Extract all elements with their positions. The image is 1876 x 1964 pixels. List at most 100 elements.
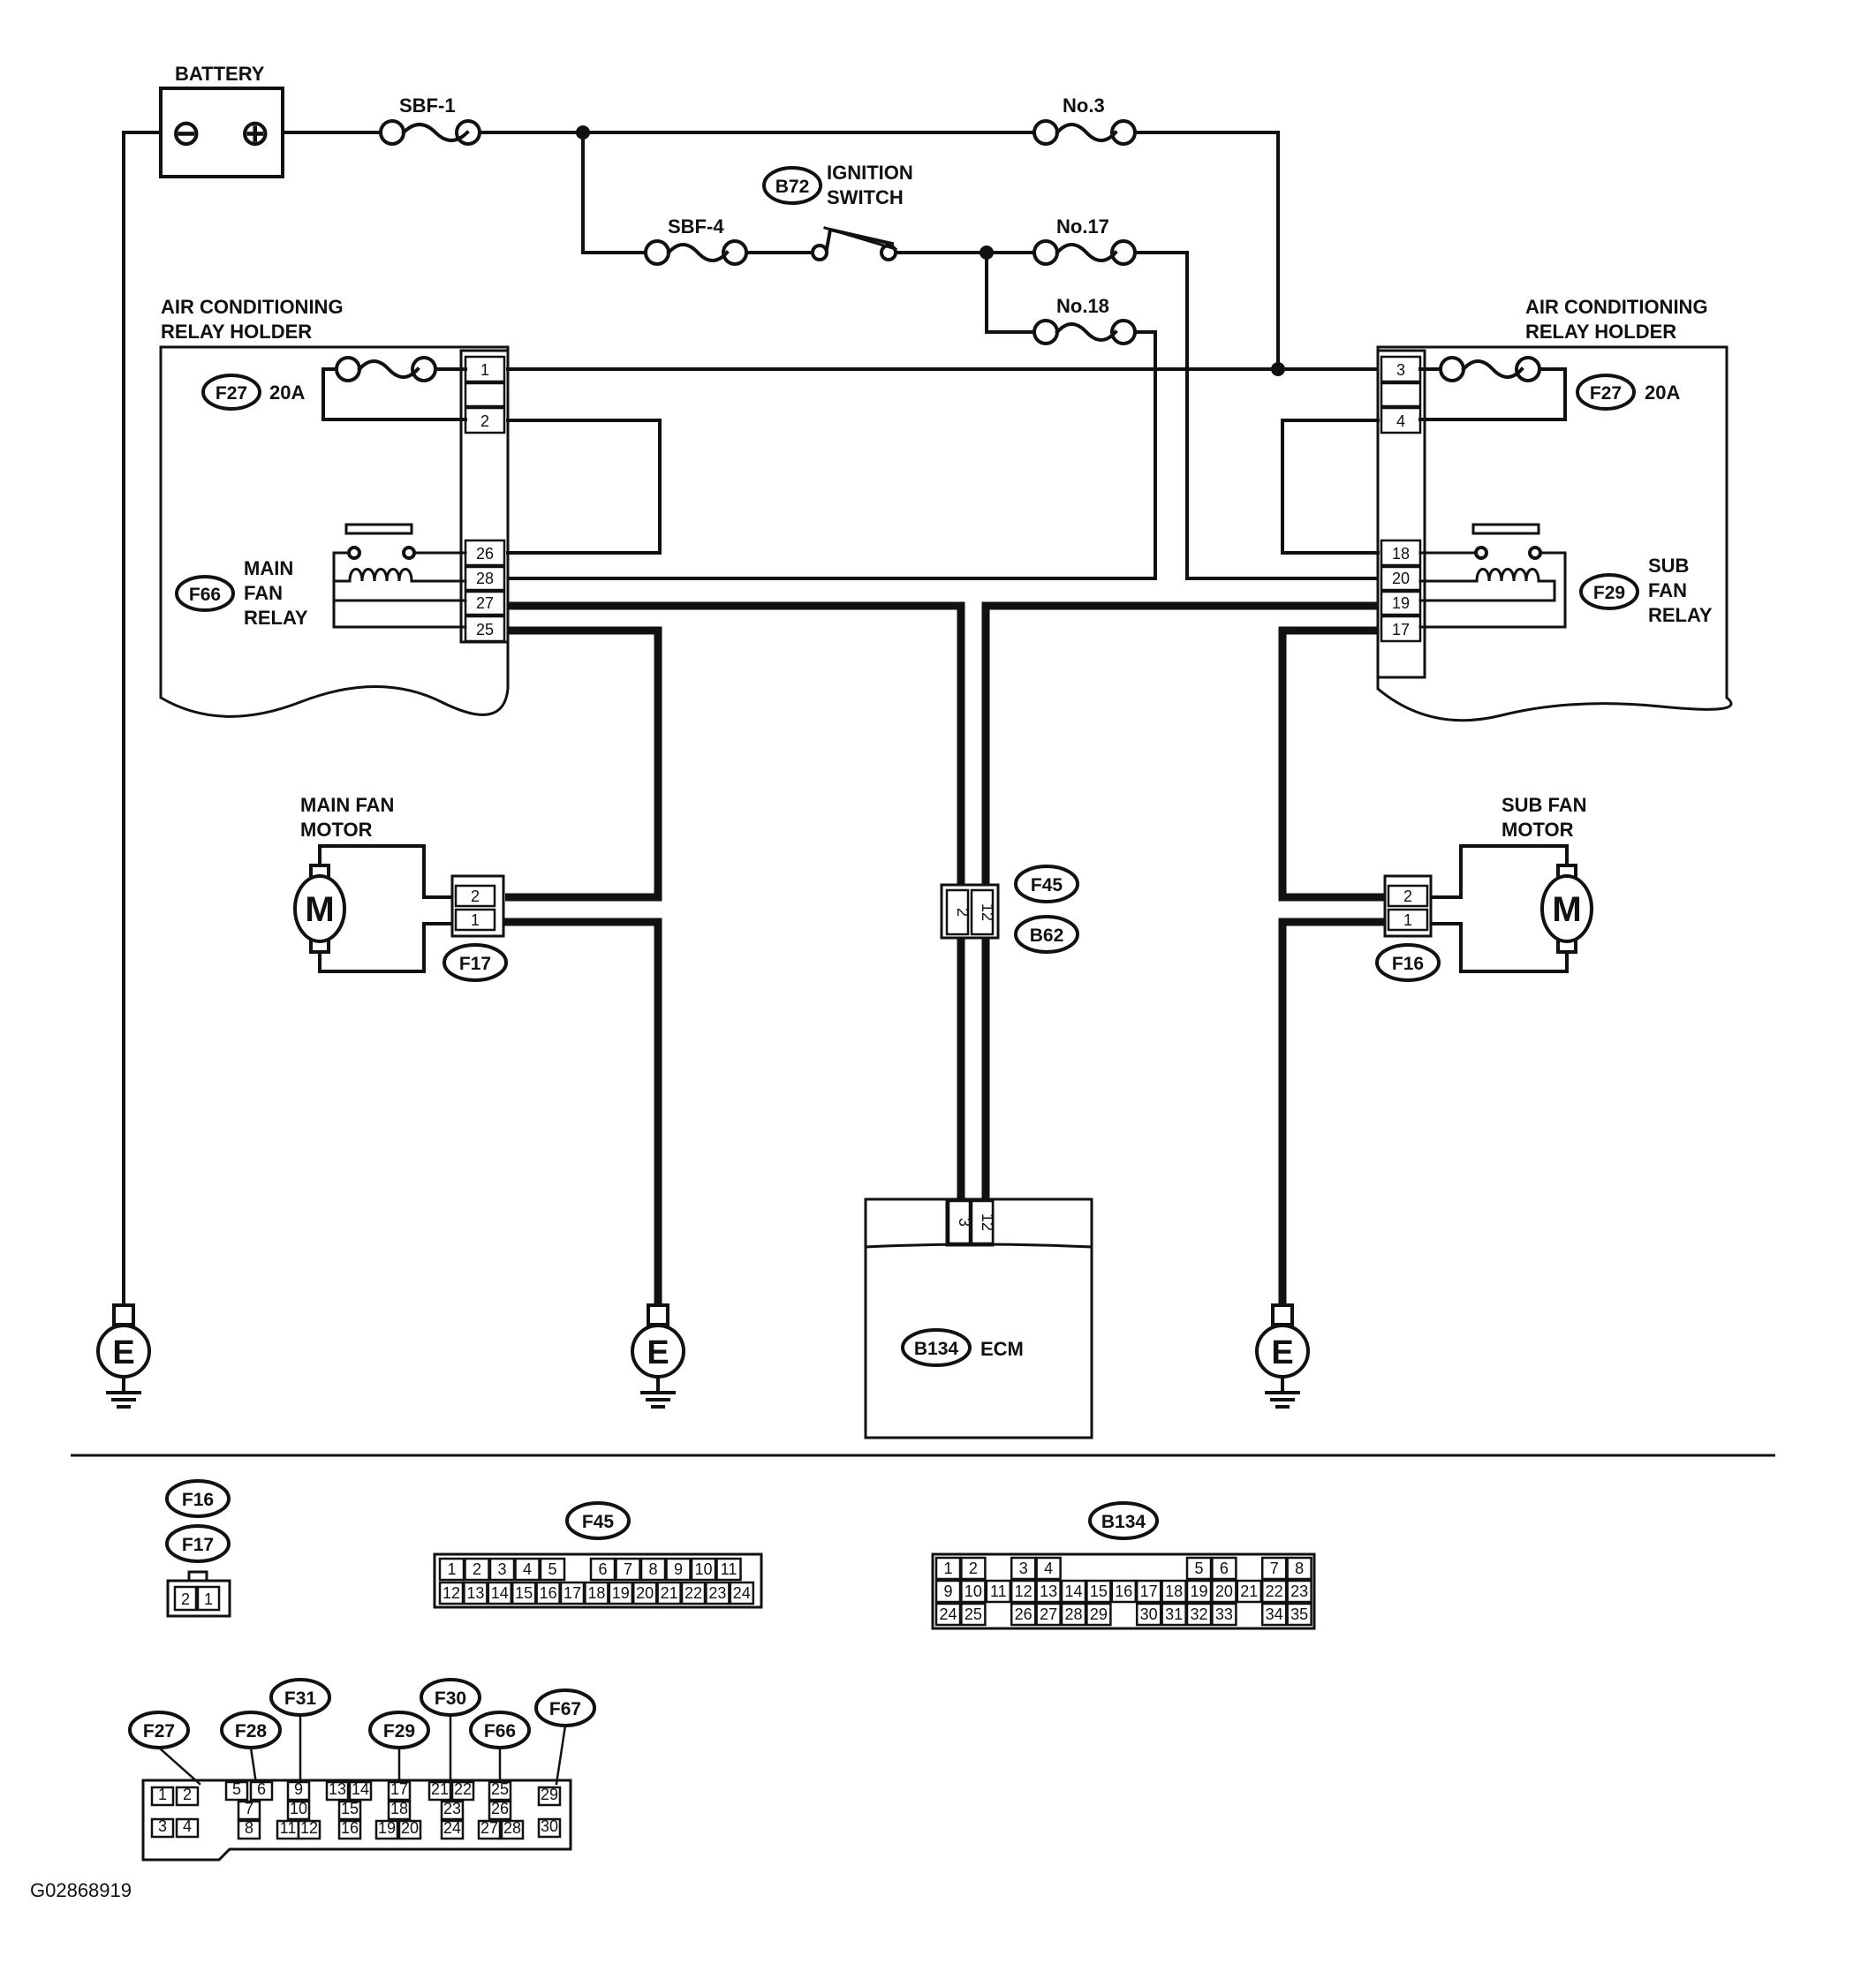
f45-pin-box	[464, 1557, 490, 1582]
holder-pin: 25	[491, 1780, 509, 1798]
svg-text:F27: F27	[1590, 383, 1622, 404]
holder-pin-box	[224, 1780, 249, 1802]
holder-pin-box	[337, 1800, 362, 1821]
f45-pin: 23	[708, 1584, 726, 1602]
holder-pin-box	[500, 1819, 525, 1840]
b134-pin: 10	[964, 1583, 982, 1600]
fuse-no3: No.3	[1033, 94, 1137, 146]
b134-pin-box	[1035, 1579, 1062, 1604]
figure-id: G02868919	[30, 1879, 132, 1901]
f45-pin: 13	[466, 1584, 484, 1602]
f45-pin-box	[589, 1557, 617, 1582]
holder-pin-box	[427, 1780, 452, 1802]
b134-pin-box	[1060, 1579, 1087, 1604]
f45-pin-box	[615, 1557, 641, 1582]
fuse-20a-left-label: 20A	[269, 381, 305, 404]
ecm-pin: 12	[979, 1213, 996, 1231]
left-pin: 28	[476, 570, 494, 587]
b134-pin-box	[1260, 1602, 1288, 1627]
battery-minus-icon: ⊖	[171, 114, 201, 153]
sbf1-label: SBF-1	[399, 94, 456, 117]
holder-pin: 19	[378, 1819, 396, 1837]
sub-fan-motor-label-1: SUB FAN	[1502, 794, 1587, 816]
holder-pin: 17	[390, 1780, 408, 1798]
b134-pin: 8	[1295, 1560, 1304, 1577]
holder-pin: 24	[443, 1819, 461, 1837]
b134-pin-box	[1286, 1602, 1312, 1627]
fuse-sbf4: SBF-4	[644, 215, 748, 266]
ecm: 3 12 B134 ECM	[864, 1197, 1093, 1439]
holder-pin-box	[440, 1819, 465, 1840]
legend-tag-f17	[165, 1524, 231, 1563]
wire-to-sbf4	[581, 131, 647, 254]
b134-pin: 3	[1019, 1560, 1028, 1577]
b134-pin-box	[1135, 1579, 1162, 1604]
f45-pin: 1	[447, 1560, 456, 1578]
holder-pin: 14	[352, 1780, 369, 1798]
holder-pin: 28	[503, 1819, 521, 1837]
left-pin: 26	[476, 545, 494, 563]
holder-pin: 6	[257, 1780, 266, 1798]
right-pin: 17	[1392, 621, 1410, 638]
b134-pin: 30	[1140, 1605, 1158, 1623]
f45-pin-box	[608, 1581, 634, 1605]
f45-pin: 12	[443, 1584, 460, 1602]
joint-pin: 12	[979, 903, 996, 921]
holder-pin-box	[450, 1780, 475, 1802]
b134-pin: 12	[1015, 1583, 1033, 1600]
connector-f45	[1014, 865, 1079, 903]
b134-pin-box	[934, 1556, 962, 1581]
f45-pin: 3	[497, 1560, 506, 1578]
b134-pin: 26	[1015, 1605, 1033, 1623]
holder-pin: 21	[431, 1780, 449, 1798]
wire-main-motor-ground	[503, 918, 662, 1305]
b134-pin: 18	[1165, 1583, 1183, 1600]
b134-pin: 9	[943, 1583, 952, 1600]
legend-pin: 2	[181, 1590, 190, 1608]
legend-tag-f16	[165, 1479, 231, 1518]
holder-pin-box	[237, 1819, 261, 1840]
svg-text:F45: F45	[582, 1512, 615, 1532]
f45-pin-box	[514, 1557, 541, 1582]
sub-fan-relay-label-2: FAN	[1648, 579, 1687, 601]
b134-pin: 33	[1215, 1605, 1233, 1623]
holder-pin-box	[325, 1780, 350, 1802]
holder-pin: 30	[541, 1817, 558, 1835]
ground-icon: E	[1271, 1334, 1293, 1371]
motor-icon: M	[305, 890, 334, 929]
b134-pin: 24	[939, 1605, 957, 1623]
fuse-no17: No.17	[1033, 215, 1137, 266]
holder-pin-box	[249, 1780, 274, 1802]
holder-pin: 8	[245, 1819, 253, 1837]
f45-pin-box	[487, 1581, 513, 1605]
connector-f66	[175, 575, 235, 612]
f45-pin-box	[438, 1581, 465, 1605]
b134-pin-box	[1060, 1602, 1087, 1627]
sbf4-label: SBF-4	[668, 215, 724, 238]
holder-pin: 22	[454, 1780, 472, 1798]
ground-icon: E	[647, 1334, 669, 1371]
f45-pin-box	[438, 1557, 465, 1582]
holder-pin-box	[374, 1819, 399, 1840]
left-relay-holder: AIR CONDITIONING RELAY HOLDER 1 2 26 28 …	[159, 296, 510, 718]
b134-pin-box	[1035, 1602, 1062, 1627]
holder-tag-label: F66	[484, 1721, 516, 1741]
left-holder-label-1: AIR CONDITIONING	[161, 296, 344, 318]
b134-pin-box	[1185, 1556, 1213, 1581]
holder-pin-box	[440, 1800, 465, 1821]
svg-text:F16: F16	[1392, 954, 1424, 974]
ignition-switch-label-2: SWITCH	[827, 186, 904, 208]
holder-pin-box	[387, 1780, 412, 1802]
right-holder-label-2: RELAY HOLDER	[1525, 321, 1676, 343]
b134-pin-box	[1035, 1556, 1062, 1581]
ground-left: E	[96, 1303, 151, 1409]
b134-pin: 21	[1240, 1583, 1258, 1600]
right-relay-holder: AIR CONDITIONING RELAY HOLDER 3 4 18 20 …	[1376, 296, 1733, 722]
holder-pin: 9	[294, 1780, 303, 1798]
holder-pin-box	[537, 1786, 562, 1807]
svg-text:F45: F45	[1031, 875, 1063, 895]
left-pin: 2	[480, 412, 489, 430]
b134-pin-box	[1211, 1579, 1237, 1604]
